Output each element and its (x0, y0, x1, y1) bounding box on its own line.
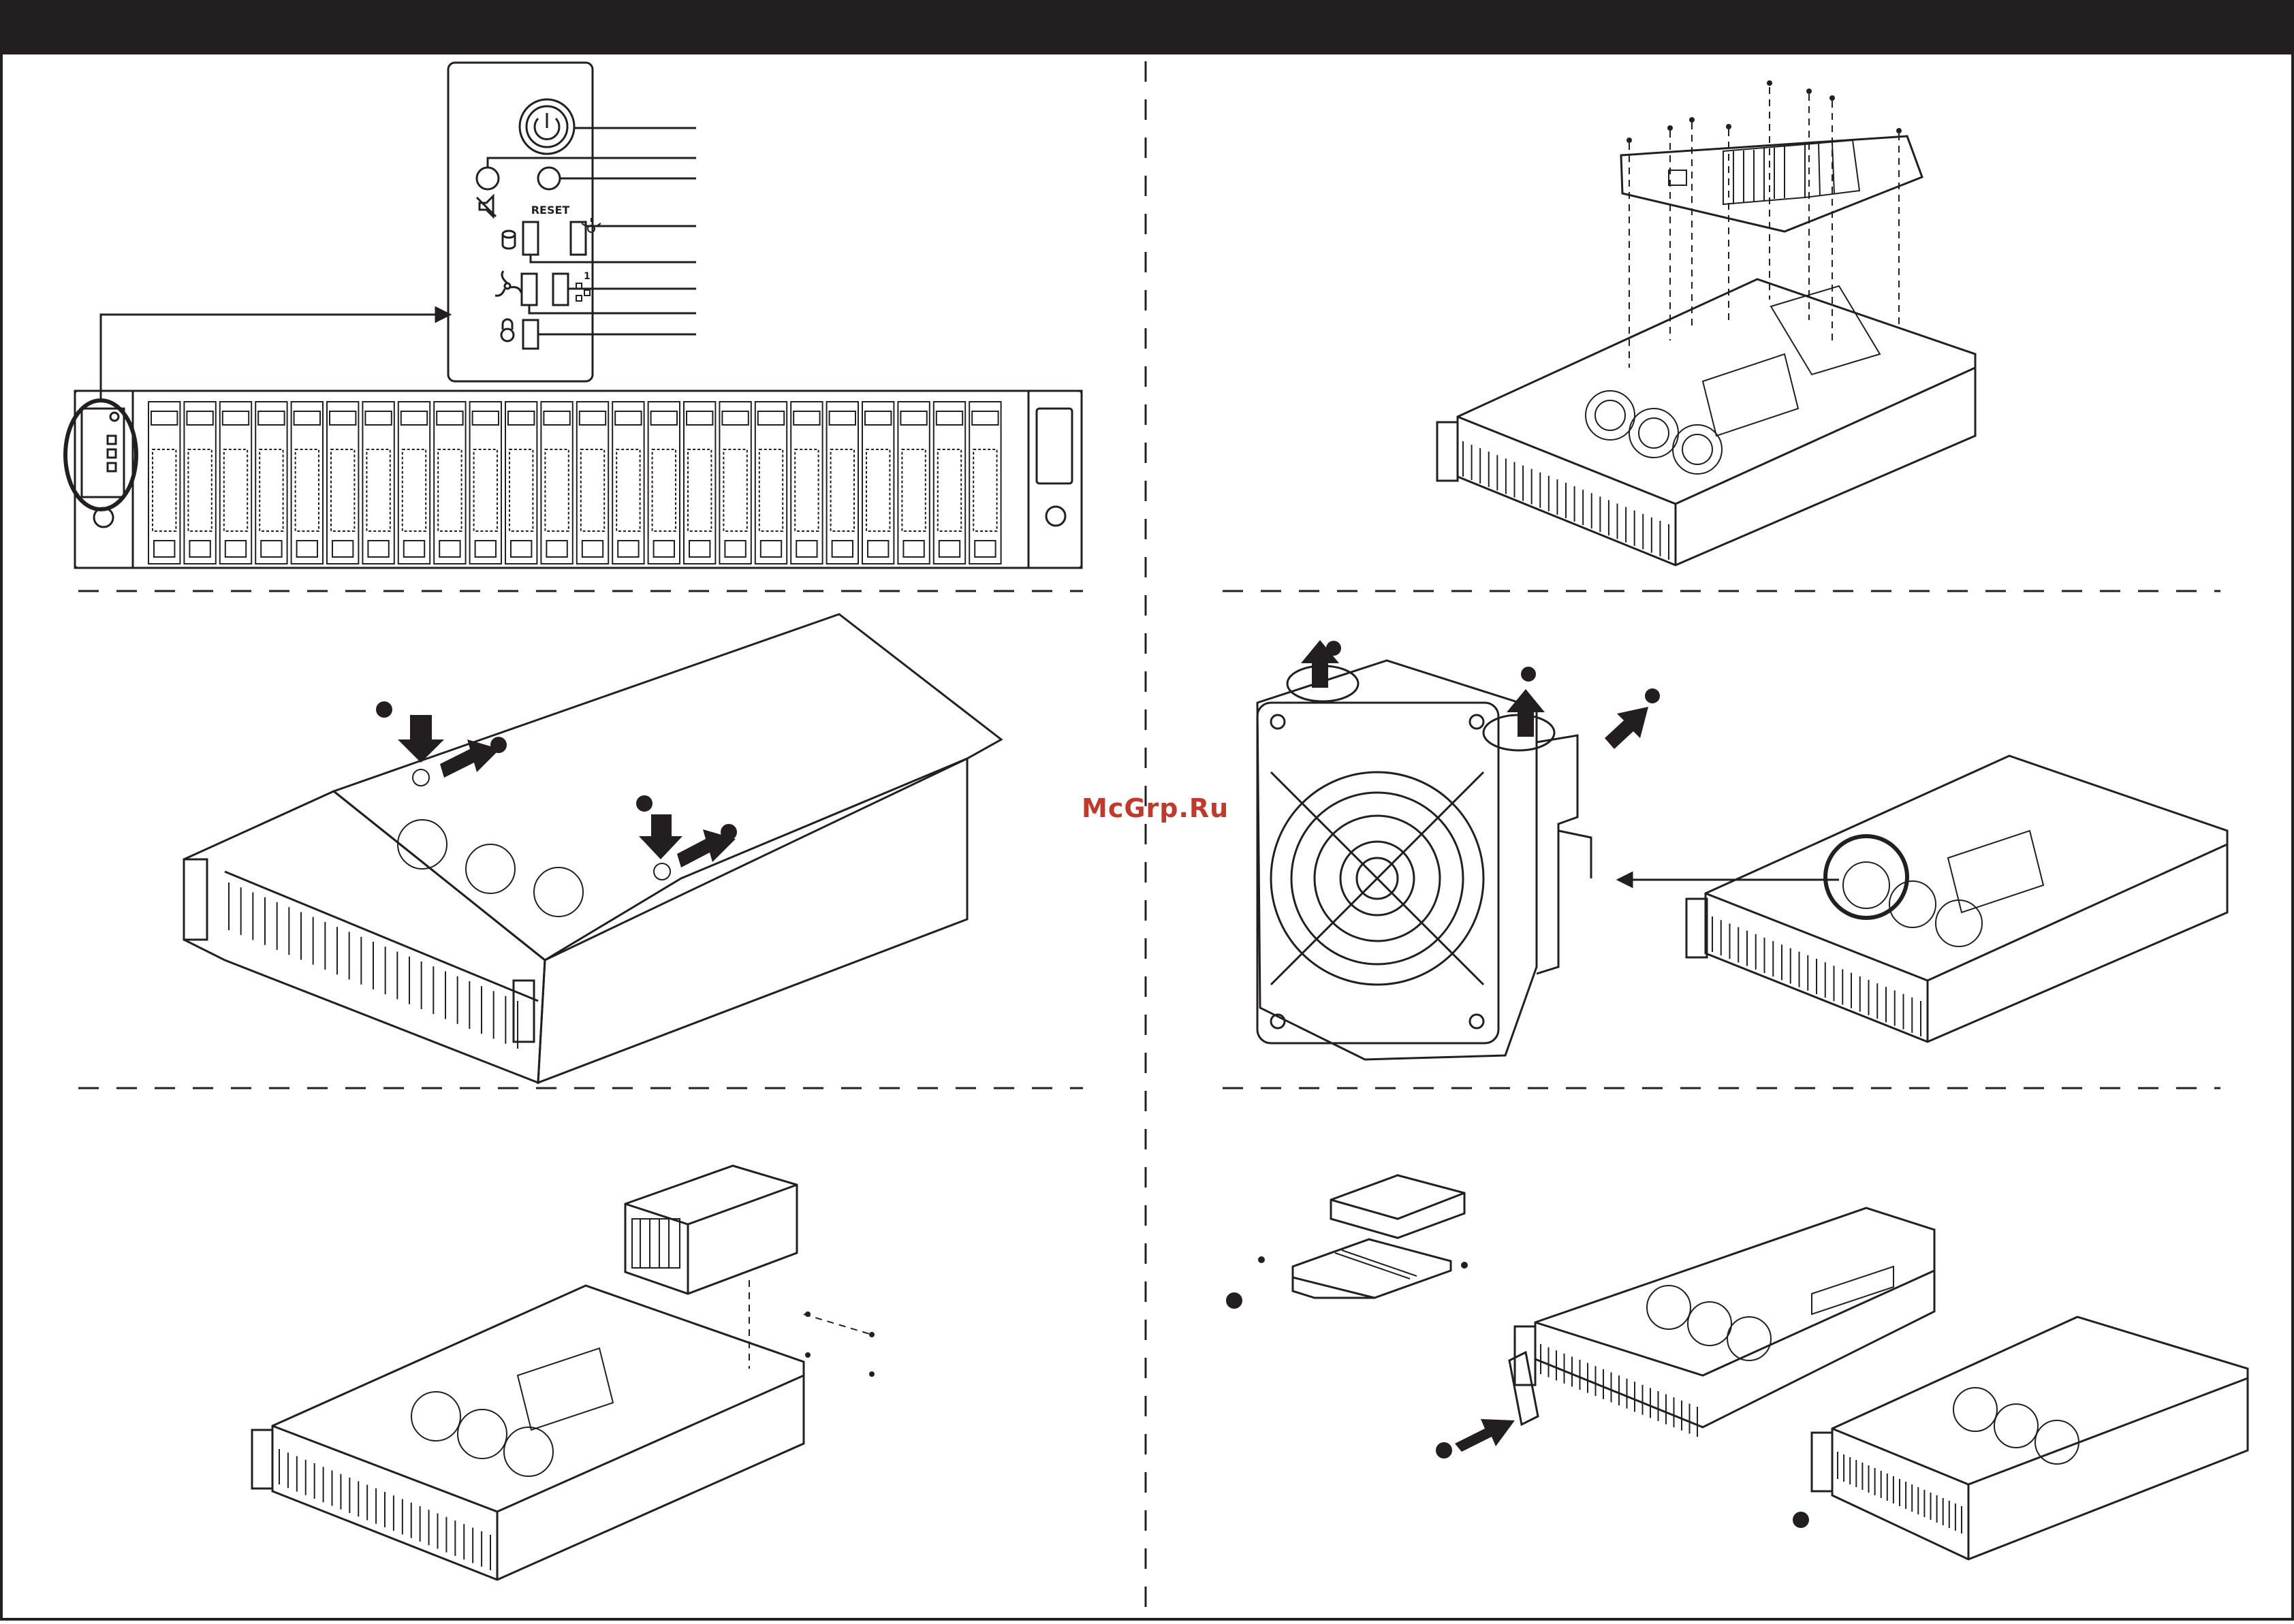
drive-bay (827, 402, 858, 564)
fan-callout-circle (1825, 836, 1907, 918)
drive-bays (148, 402, 1001, 564)
uid-led (523, 320, 538, 349)
fan-arrows (1301, 640, 1660, 749)
watermark: McGrp.Ru (1082, 793, 1229, 823)
page-border (1, 53, 2293, 1619)
drive-bay (612, 402, 644, 564)
lan-led (553, 274, 568, 305)
front-panel-callout-ellipse (65, 400, 136, 509)
drive-bay (541, 402, 572, 564)
drive-bay (577, 402, 608, 564)
lock-icon (501, 319, 514, 341)
fan-led (522, 274, 537, 305)
drive-bay (684, 402, 715, 564)
drive-bay (255, 402, 287, 564)
drive-bay (398, 402, 430, 564)
drive-bay (648, 402, 680, 564)
drive-bay (292, 402, 323, 564)
drive-bay (505, 402, 537, 564)
mute-button (477, 168, 499, 189)
lan-number: 1 (584, 271, 591, 282)
reset-label: RESET (531, 204, 570, 217)
drive-bay (755, 402, 787, 564)
fan-icon (495, 271, 521, 296)
drive-bay (934, 402, 965, 564)
drive-bay (791, 402, 822, 564)
hdd-led-icon (503, 231, 515, 249)
fan-removal-illustration (1257, 640, 2227, 1060)
reset-button (538, 168, 560, 189)
mute-icon (477, 196, 496, 217)
drive-bay (148, 402, 180, 564)
removal-arrows (376, 701, 737, 867)
drive-bay (220, 402, 251, 564)
callout-arrow (101, 308, 450, 400)
power-supply-illustration (252, 1166, 875, 1580)
drive-bay (362, 402, 394, 564)
drive-bay (184, 402, 215, 564)
front-panel-detail: RESET 1 (448, 63, 696, 381)
drive-bay (719, 402, 751, 564)
drive-bay (434, 402, 465, 564)
drive-install-illustration (1226, 1175, 2248, 1559)
hdd-led (523, 222, 538, 255)
drive-bay (898, 402, 929, 564)
drive-bay (470, 402, 501, 564)
drive-bay (862, 402, 894, 564)
cover-removal-illustration (184, 614, 1001, 1083)
overheat-led (571, 222, 586, 255)
power-button-icon (520, 99, 574, 154)
drive-bay (327, 402, 358, 564)
header-bar (0, 0, 2294, 53)
drive-bay (969, 402, 1001, 564)
lan-led-icon (576, 283, 590, 301)
screws (1627, 80, 1902, 143)
motherboard-install-illustration (1437, 80, 1975, 565)
chassis-front-view (65, 391, 1082, 568)
